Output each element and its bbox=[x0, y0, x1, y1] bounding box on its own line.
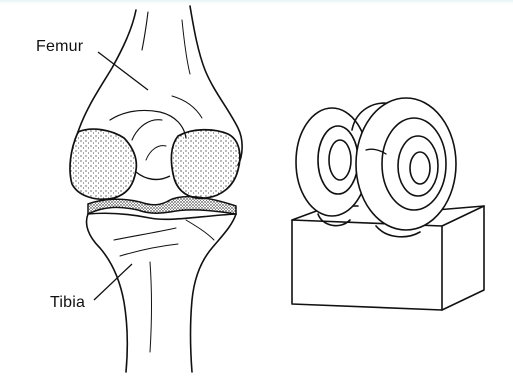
femur-lateral-condyle bbox=[171, 130, 239, 199]
mechanical-model bbox=[292, 98, 484, 310]
femur-label: Femur bbox=[36, 39, 83, 55]
femur-medial-condyle bbox=[70, 129, 136, 199]
front-roller bbox=[352, 98, 456, 237]
tibia-bone bbox=[87, 213, 237, 372]
femur-leader-line bbox=[98, 52, 148, 90]
tibia-label: Tibia bbox=[50, 295, 85, 311]
joint-cartilage bbox=[88, 197, 236, 214]
intercondylar-notch bbox=[136, 172, 170, 179]
